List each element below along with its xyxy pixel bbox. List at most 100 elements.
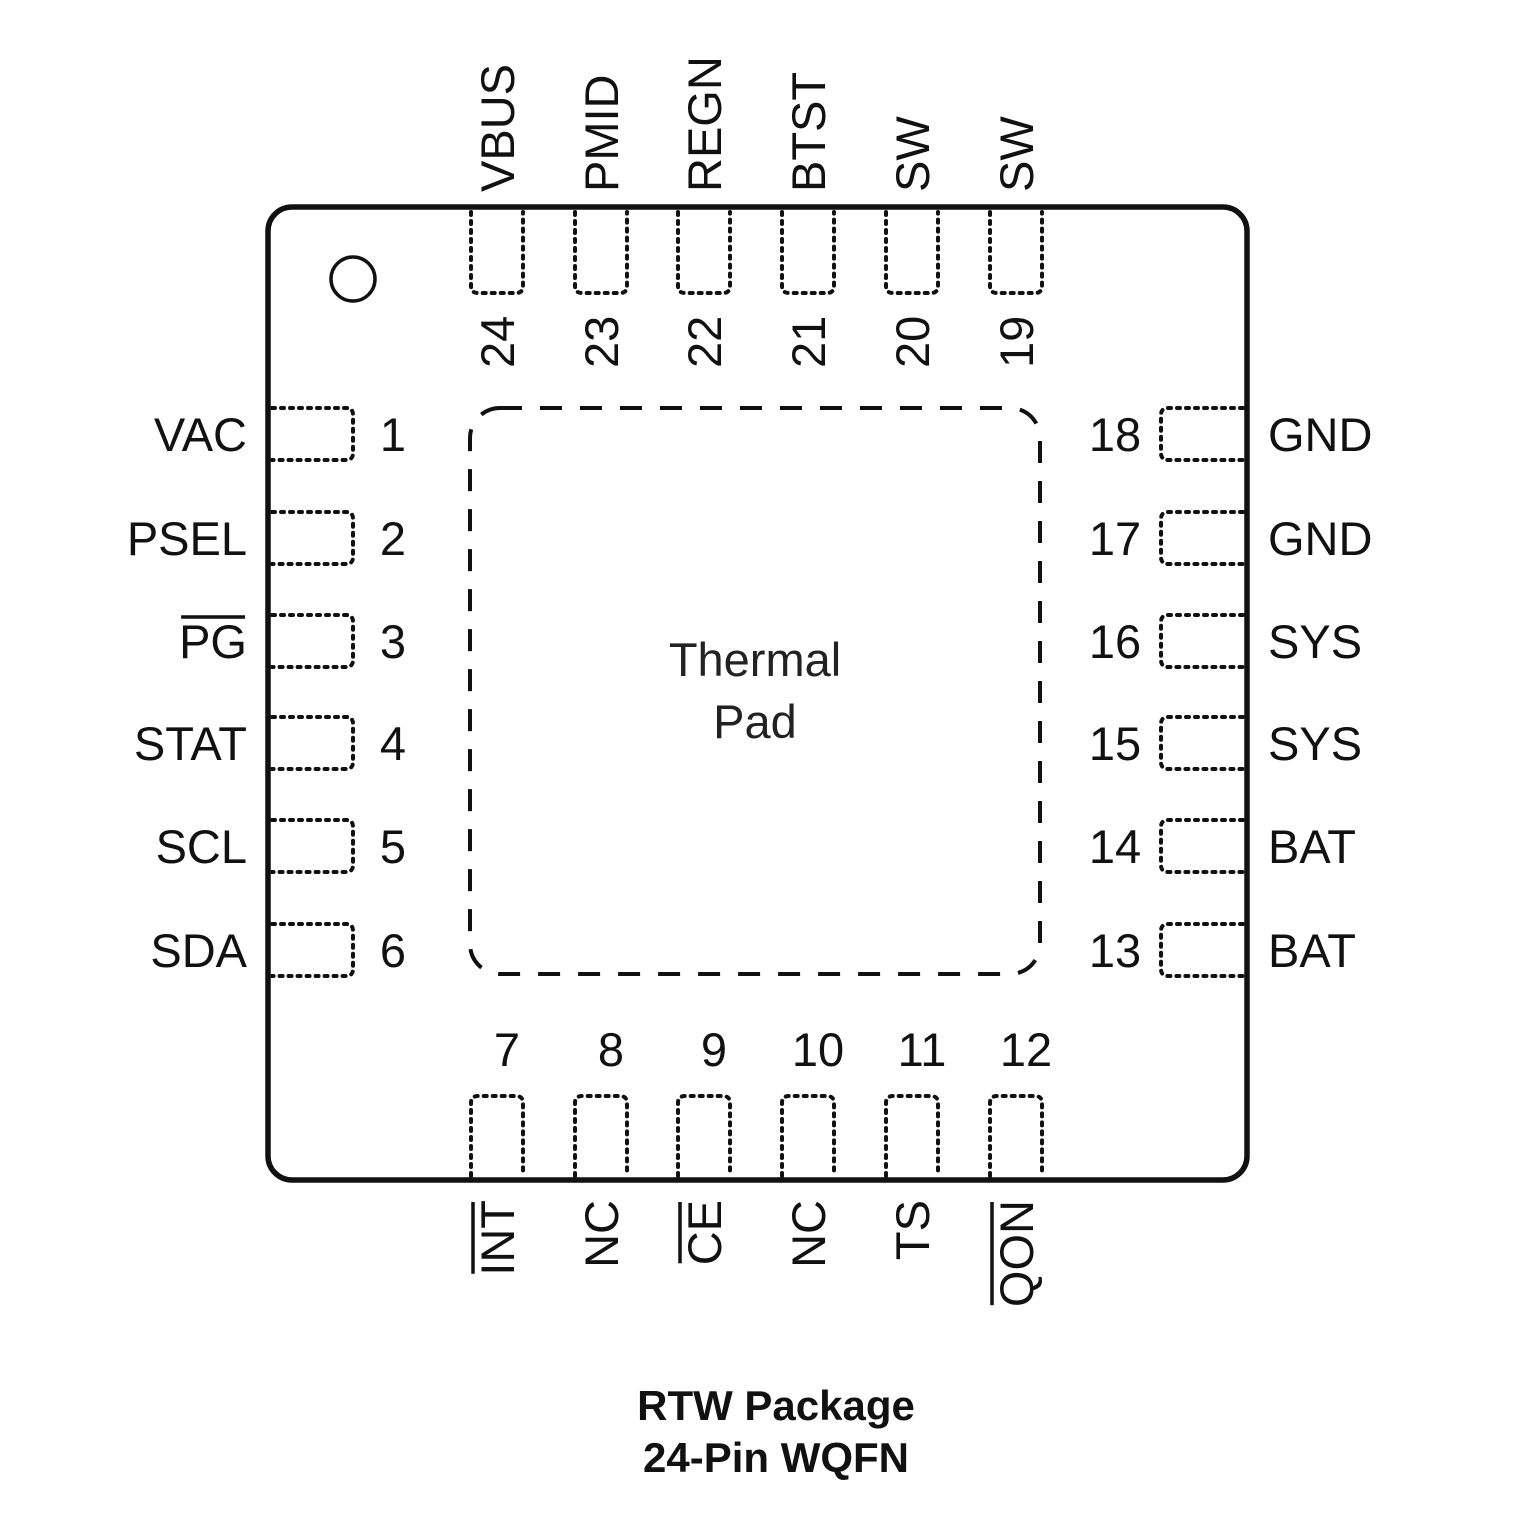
pin-number: 15 [1089, 717, 1141, 770]
pin-number: 5 [380, 820, 406, 873]
pin-pad [1159, 715, 1245, 771]
pin-name: STAT [134, 717, 247, 770]
pin-number: 18 [1089, 408, 1141, 461]
pin-15[interactable]: 15 SYS [1089, 715, 1362, 771]
pin-number: 4 [380, 717, 406, 770]
pin-number: 12 [1000, 1023, 1052, 1076]
pin-number: 3 [380, 615, 406, 668]
pin-pad [780, 210, 836, 295]
pin-name: PSEL [127, 512, 247, 565]
pin-name: SW [990, 116, 1043, 192]
pin-17[interactable]: 17 GND [1089, 510, 1373, 566]
pin-18[interactable]: 18 GND [1089, 406, 1373, 462]
pin-22[interactable]: 22 REGN [676, 56, 732, 368]
pin-pad [573, 210, 629, 295]
pin-21[interactable]: 21 BTST [780, 72, 836, 368]
pin-pad [270, 406, 355, 462]
pin-2[interactable]: PSEL 2 [127, 510, 406, 566]
pin-19[interactable]: 19 SW [988, 116, 1044, 368]
pin-20[interactable]: 20 SW [884, 116, 940, 368]
pin-24[interactable]: 24 VBUS [469, 64, 525, 368]
package-caption-line1: RTW Package [637, 1382, 915, 1429]
pin-number: 20 [886, 316, 939, 368]
pin-name: SDA [150, 924, 247, 977]
pin-number: 14 [1089, 820, 1141, 873]
pin-number: 1 [380, 408, 406, 461]
pin-name: SCL [156, 820, 247, 873]
pin-9[interactable]: 9CE [676, 1023, 732, 1265]
pin-number: 13 [1089, 924, 1141, 977]
pin-name: VBUS [471, 64, 524, 192]
pin-pad [270, 613, 355, 669]
pin-8[interactable]: 8NC [573, 1023, 629, 1268]
pin-name: PMID [575, 75, 628, 193]
pin-number: 17 [1089, 512, 1141, 565]
pin-number: 2 [380, 512, 406, 565]
pin-name: BAT [1268, 820, 1356, 873]
pin-name: BTST [782, 72, 835, 192]
pin-name: INT [471, 1200, 524, 1276]
pin-name: NC [575, 1200, 628, 1268]
package-outline [265, 204, 1250, 1183]
pin-name: PG [179, 615, 247, 668]
pin-name: GND [1268, 512, 1372, 565]
pin-5[interactable]: SCL 5 [156, 818, 407, 874]
pin-number: 23 [575, 316, 628, 368]
pin-name: BAT [1268, 924, 1356, 977]
pin-name: QON [990, 1200, 1043, 1307]
pin-number: 22 [678, 316, 731, 368]
pin-number: 8 [598, 1023, 624, 1076]
pin-pad [884, 210, 940, 295]
thermal-pad-label-line2: Pad [713, 695, 797, 748]
pin-pad [270, 715, 355, 771]
pin-name: CE [678, 1200, 731, 1265]
pin-name: SW [886, 116, 939, 192]
thermal-pad-outline [468, 406, 1042, 976]
pin-1-indicator-icon [329, 255, 377, 303]
pin-number: 24 [471, 316, 524, 368]
pin-pad [884, 1094, 940, 1178]
pin-pad [1159, 922, 1245, 978]
pin-pad [1159, 613, 1245, 669]
pin-4[interactable]: STAT 4 [134, 715, 406, 771]
pin-pad [270, 510, 355, 566]
pin-pad [1159, 406, 1245, 462]
pin-name: SYS [1268, 717, 1362, 770]
pin-pad [1159, 510, 1245, 566]
pin-number: 11 [898, 1023, 947, 1076]
pin-pad [469, 210, 525, 295]
pin-pad [676, 210, 732, 295]
pin-number: 19 [990, 316, 1043, 368]
pin-1[interactable]: VAC 1 [154, 406, 406, 462]
pin-name: TS [886, 1200, 939, 1260]
pin-pad [676, 1094, 732, 1178]
pin-pad [573, 1094, 629, 1178]
pin-number: 9 [701, 1023, 727, 1076]
pin-23[interactable]: 23 PMID [573, 75, 629, 369]
pin-name: NC [782, 1200, 835, 1268]
pin-name: VAC [154, 408, 247, 461]
pin-3[interactable]: PG 3 [179, 613, 406, 669]
pin-13[interactable]: 13 BAT [1089, 922, 1356, 978]
pin-name: GND [1268, 408, 1372, 461]
pin-pad [988, 210, 1044, 295]
pin-pad [270, 922, 355, 978]
pin-pad [1159, 818, 1245, 874]
pin-pad [988, 1094, 1044, 1178]
pin-number: 21 [782, 316, 835, 368]
pin-14[interactable]: 14 BAT [1089, 818, 1356, 874]
pin-name: REGN [678, 56, 731, 192]
pin-pad [270, 818, 355, 874]
pin-number: 10 [792, 1023, 844, 1076]
pin-pad [780, 1094, 836, 1178]
pin-pad [469, 1094, 525, 1178]
pin-number: 16 [1089, 615, 1141, 668]
